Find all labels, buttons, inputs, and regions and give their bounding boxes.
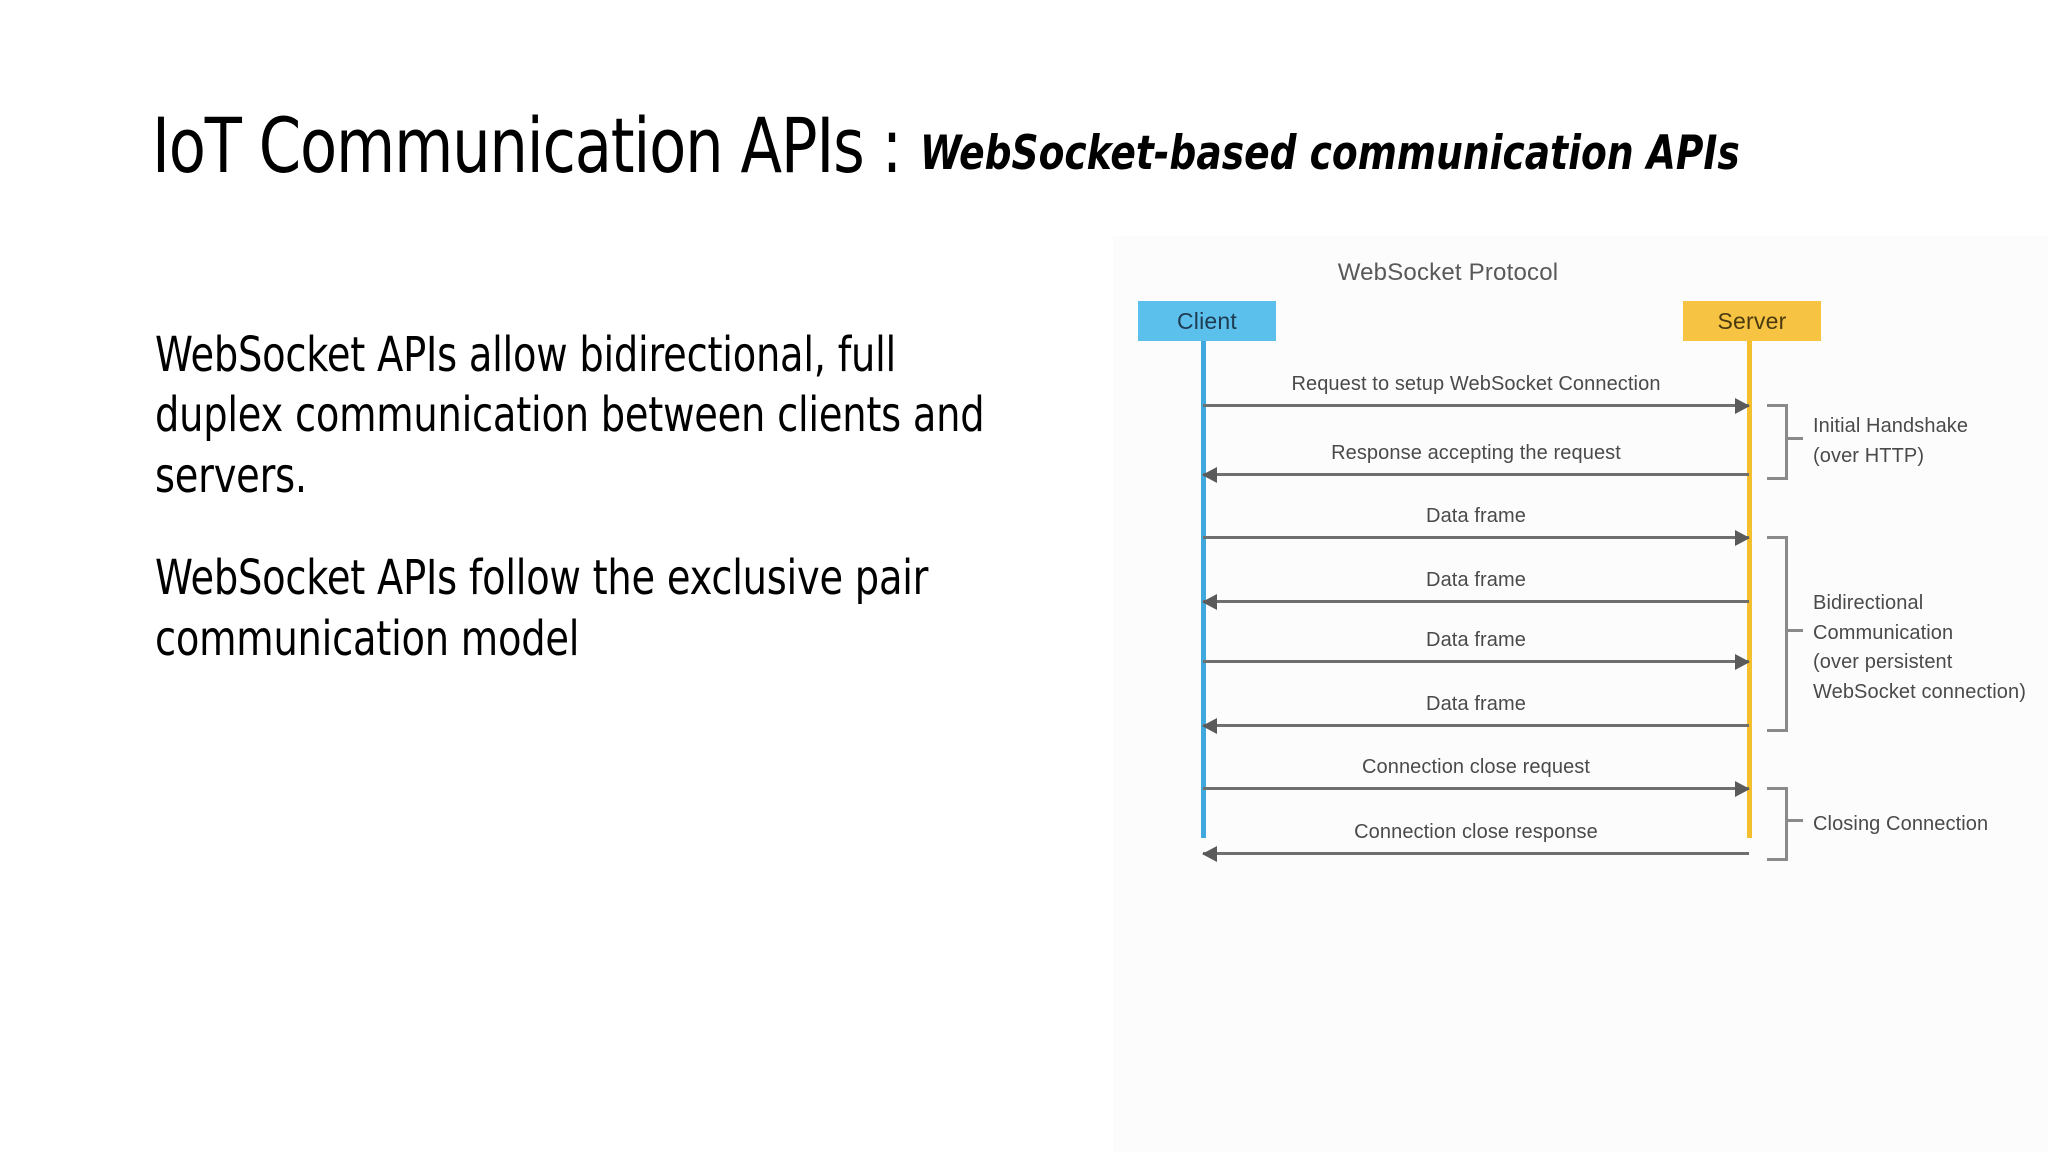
group-bracket-bidirectional [1767,536,1788,732]
arrow-head-left-icon [1202,594,1217,610]
body-text-block: WebSocket APIs allow bidirectional, full… [155,325,1015,669]
message-line-2 [1203,473,1749,476]
group-bracket-closing [1767,787,1788,861]
message-line-8 [1203,852,1749,855]
diagram-inner: WebSocket Protocol Client Server Request… [1113,236,2048,926]
actor-box-client: Client [1138,301,1276,341]
message-label-6: Data frame [1426,693,1526,715]
group-label-initial-handshake: Initial Handshake (over HTTP) [1813,415,1969,467]
actor-box-server: Server [1683,301,1821,341]
group-tick-handshake [1785,437,1803,440]
message-label-2: Response accepting the request [1331,442,1621,464]
message-line-3 [1203,536,1749,539]
arrow-head-right-icon [1735,654,1750,670]
message-label-1: Request to setup WebSocket Connection [1291,373,1661,395]
message-line-7 [1203,787,1749,790]
title-subtitle-text: WebSocket-based communication APIs [920,126,1741,181]
bullet-paragraph-2: WebSocket APIs follow the exclusive pair… [155,550,929,667]
diagram-title: WebSocket Protocol [1337,259,1559,286]
arrow-head-left-icon [1202,467,1217,483]
group-tick-bidirectional [1785,629,1803,632]
bullet-paragraph-1: WebSocket APIs allow bidirectional, full… [155,327,985,504]
arrow-head-right-icon [1735,781,1750,797]
message-label-5: Data frame [1426,629,1526,651]
arrow-head-left-icon [1202,718,1217,734]
message-label-4: Data frame [1426,569,1526,591]
group-bracket-handshake [1767,404,1788,480]
lifeline-client [1201,341,1206,838]
group-label-bidirectional-communication: Bidirectional Communication (over persis… [1813,592,2026,703]
lifeline-server [1747,341,1752,838]
message-line-6 [1203,724,1749,727]
arrow-head-left-icon [1202,846,1217,862]
message-label-8: Connection close response [1354,821,1598,843]
page-title: IoT Communication APIs : WebSocket-based… [152,108,1952,184]
arrow-head-right-icon [1735,398,1750,414]
group-label-closing-connection: Closing Connection [1813,813,1989,835]
title-main-text: IoT Communication APIs : [152,101,902,190]
message-line-5 [1203,660,1749,663]
group-tick-closing [1785,819,1803,822]
message-line-1 [1203,404,1749,407]
arrow-head-right-icon [1735,530,1750,546]
message-line-4 [1203,600,1749,603]
message-label-7: Connection close request [1361,756,1591,778]
message-label-3: Data frame [1426,505,1526,527]
websocket-protocol-diagram: WebSocket Protocol Client Server Request… [1113,236,2048,1152]
